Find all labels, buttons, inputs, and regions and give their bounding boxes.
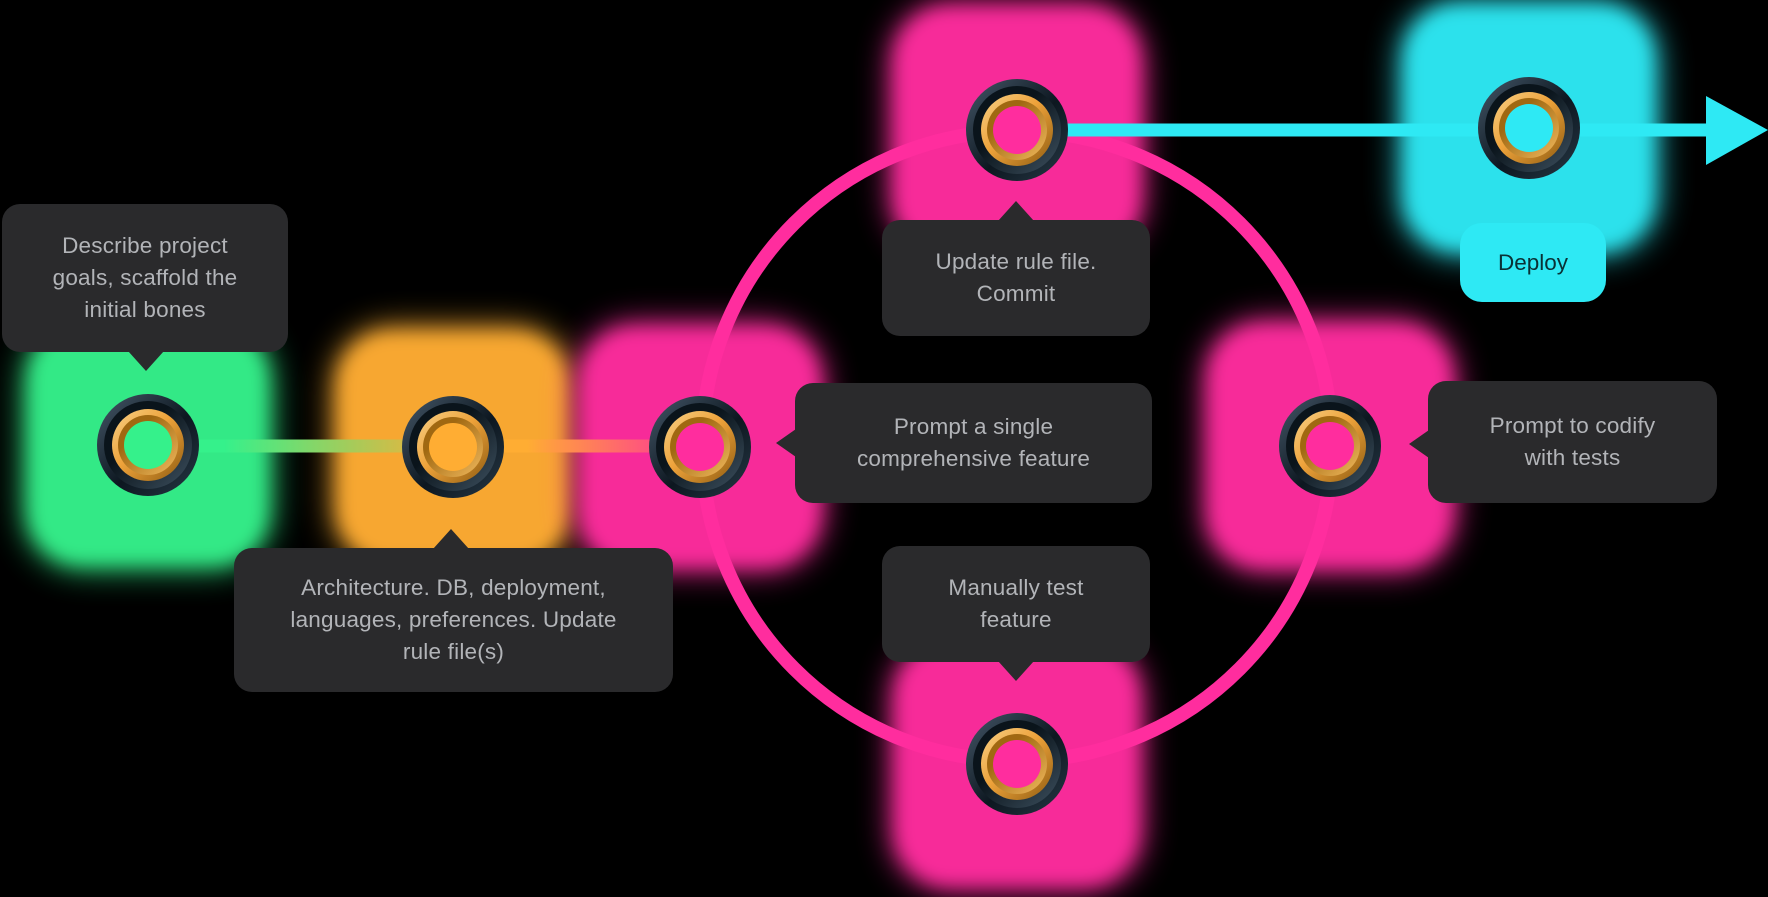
tooltip-text: with tests <box>1524 445 1621 470</box>
ring-hole <box>993 740 1041 788</box>
ring-hole <box>1306 422 1354 470</box>
lens-ring-icon <box>97 394 199 496</box>
deploy-arrowhead-icon <box>1706 96 1768 165</box>
tooltip-text: languages, preferences. Update <box>290 607 617 632</box>
tooltip-prompt-feature: Prompt a single comprehensive feature <box>776 383 1152 503</box>
tooltip-manual-test: Manually test feature <box>882 546 1150 681</box>
tooltip-text: goals, scaffold the <box>52 265 238 290</box>
tooltip-codify-tests: Prompt to codify with tests <box>1409 381 1717 503</box>
lens-ring-icon <box>402 396 504 498</box>
ring-hole <box>676 423 724 471</box>
tooltip-tail <box>998 661 1034 681</box>
tooltip-tail <box>433 529 469 549</box>
tooltip-scaffold: Describe project goals, scaffold the ini… <box>2 204 288 371</box>
tooltip-text: rule file(s) <box>402 639 505 664</box>
tooltip-text: Prompt a single <box>893 414 1054 439</box>
tooltip-text: feature <box>980 607 1052 632</box>
ring-hole <box>124 421 172 469</box>
tooltip-text: Commit <box>976 281 1056 306</box>
lens-ring-icon <box>1478 77 1580 179</box>
ring-hole <box>429 423 477 471</box>
tooltip-text: Update rule file. <box>935 249 1097 274</box>
tooltip-text: Describe project <box>62 233 228 258</box>
tooltip-tail <box>776 429 796 457</box>
tooltip-text: initial bones <box>84 297 206 322</box>
deploy-label-text: Deploy <box>1497 249 1569 275</box>
tooltip-text: Architecture. DB, deployment, <box>301 575 606 600</box>
ring-hole <box>1505 104 1553 152</box>
tooltip-update-rule: Update rule file. Commit <box>882 201 1150 336</box>
tooltip-text: Manually test <box>948 575 1084 600</box>
tooltip-tail <box>998 201 1034 221</box>
ring-hole <box>993 106 1041 154</box>
lens-ring-icon <box>1279 395 1381 497</box>
lens-ring-icon <box>966 713 1068 815</box>
tooltip-text: Prompt to codify <box>1489 413 1656 438</box>
deploy-label: Deploy <box>1460 223 1606 302</box>
tooltip-tail <box>1409 430 1429 458</box>
tooltip-architecture: Architecture. DB, deployment, languages,… <box>234 529 673 692</box>
tooltip-tail <box>128 351 164 371</box>
tooltip-text: comprehensive feature <box>856 446 1091 471</box>
lens-ring-icon <box>649 396 751 498</box>
lens-ring-icon <box>966 79 1068 181</box>
